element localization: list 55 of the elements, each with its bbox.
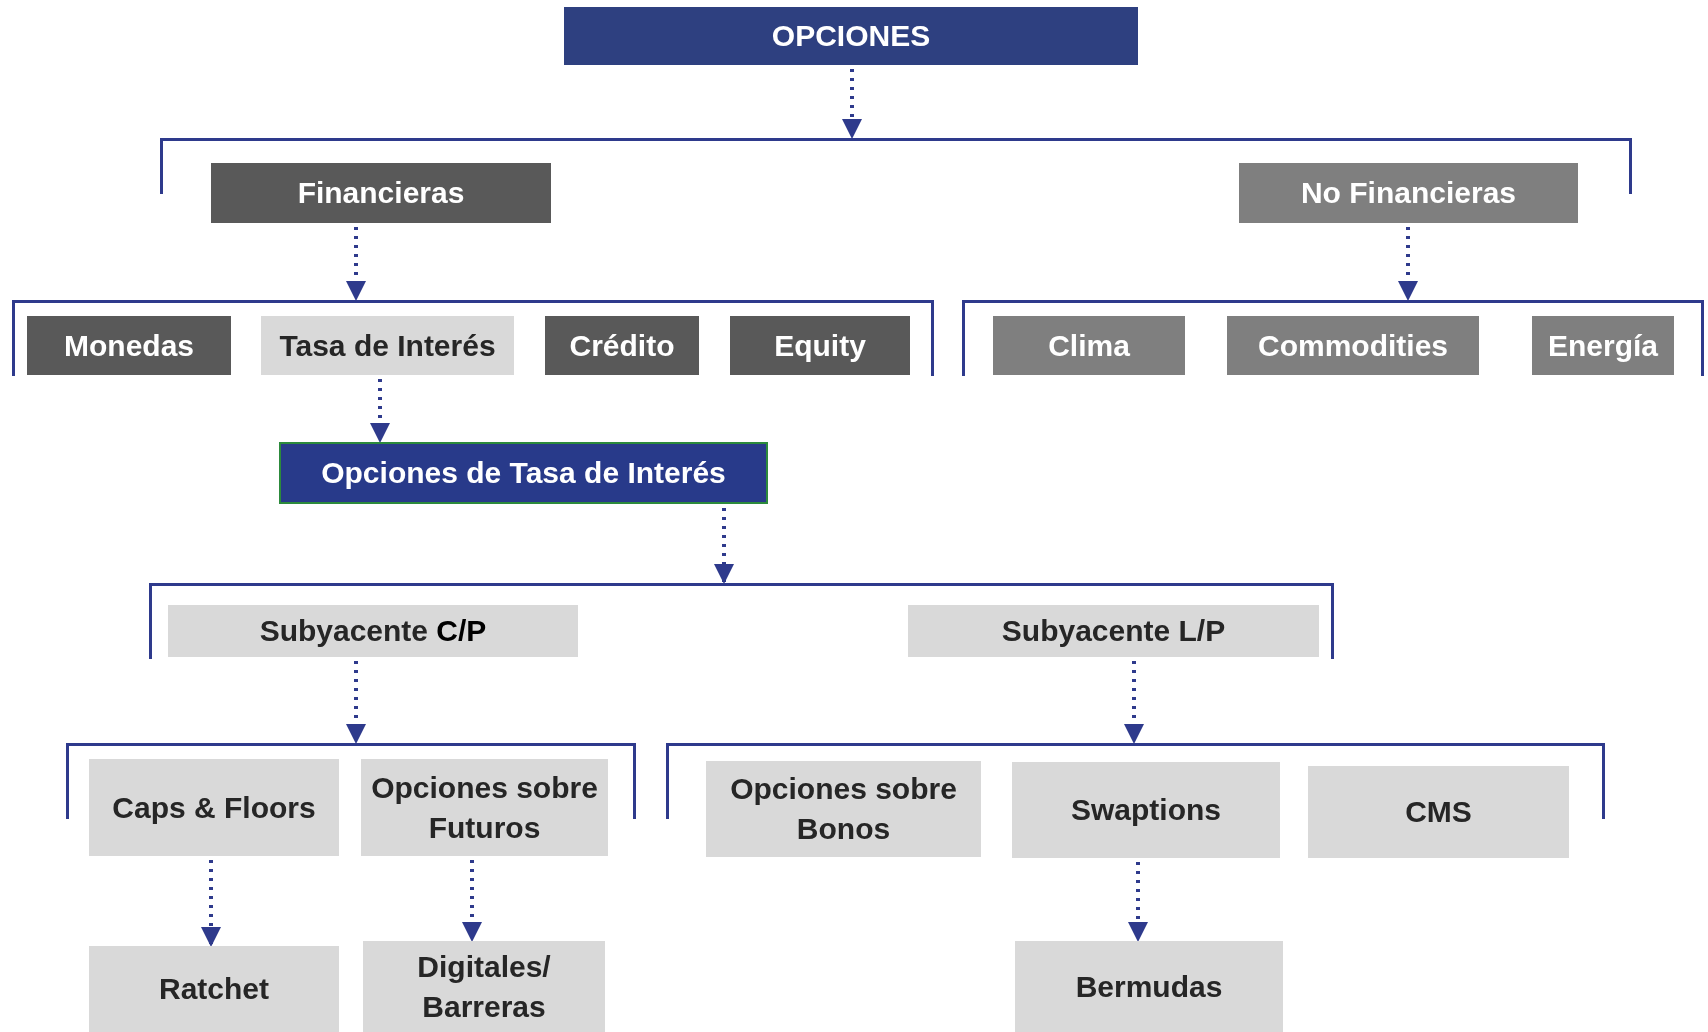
category-box [1239,163,1578,223]
box-label: Caps & Floors [111,789,317,826]
category-box [730,316,910,375]
box-label: Subyacente L/P [1000,613,1227,650]
category-box [363,941,605,1032]
category-box [1227,316,1479,375]
category-box [89,759,339,856]
arrow [201,860,221,947]
arrow [370,379,390,443]
box-label: Tasa de Interés [278,327,497,364]
category-box [1015,941,1283,1032]
group-bracket [962,300,1704,376]
box-label: Commodities [1257,327,1449,364]
box-label: Subyacente C/P [258,613,488,650]
arrow [1398,227,1418,301]
box-label: OPCIONES [770,18,932,55]
arrow [1128,862,1148,942]
box-label: Clima [1047,327,1131,364]
category-box [706,761,981,857]
arrow [346,227,366,301]
box-label: Monedas [63,327,195,364]
group-bracket [12,300,934,376]
category-box [1308,766,1569,858]
box-label: Opciones de Tasa de Interés [320,455,727,492]
category-box [211,163,551,223]
category-box [1012,762,1280,858]
box-label: No Financieras [1299,175,1518,212]
arrow [346,661,366,744]
box-label: Swaptions [1070,792,1222,829]
box-label: Opciones sobre Bonos [729,771,958,847]
category-box [168,605,578,657]
arrow [842,69,862,139]
category-box [89,946,339,1032]
arrow [1124,661,1144,744]
box-label: Bermudas [1074,968,1224,1005]
category-box [279,442,768,504]
box-label: Opciones sobre Futuros [370,769,599,846]
box-label: Financieras [296,175,466,212]
arrow [714,508,734,584]
category-box [1532,316,1674,375]
category-box [27,316,231,375]
box-label: Digitales/ Barreras [416,948,552,1025]
category-box [361,759,608,856]
box-label: CMS [1404,794,1473,831]
box-label: Ratchet [158,971,270,1008]
category-box [993,316,1185,375]
box-label: Energía [1546,327,1659,364]
category-box [261,316,514,375]
category-box [545,316,699,375]
category-box [908,605,1319,657]
arrow [462,860,482,942]
box-label: Equity [773,327,867,364]
box-label: Crédito [568,327,676,364]
title-box [564,7,1138,65]
group-bracket [149,583,1334,659]
